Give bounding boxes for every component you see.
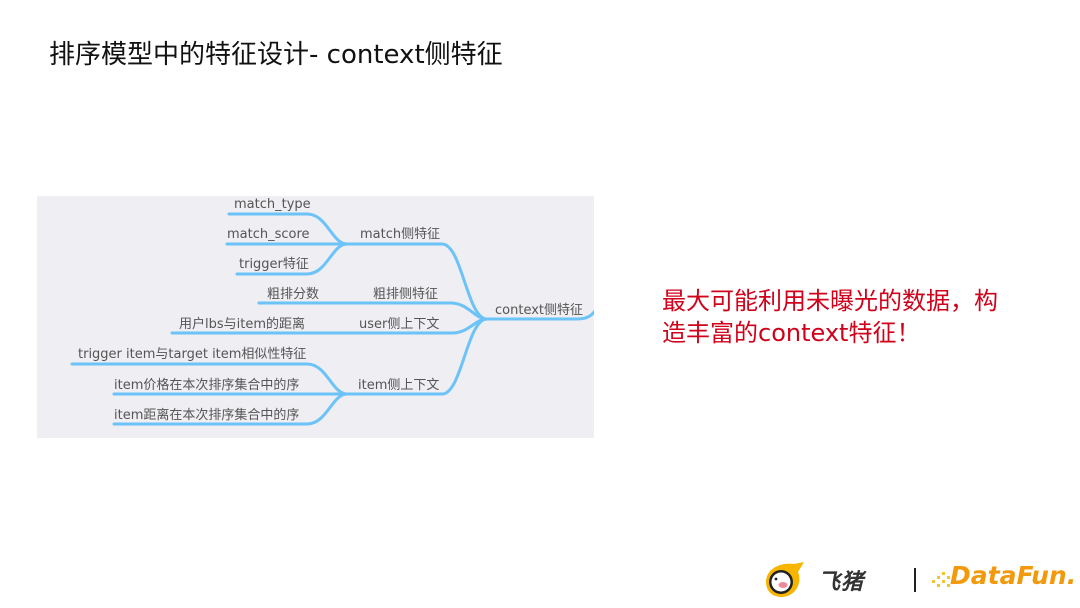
mind-map-connectors <box>70 212 594 426</box>
mind-map-branch-coarse-rank: 粗排侧特征 <box>373 287 439 302</box>
mind-map-branch-item-context: item侧上下文 <box>358 378 440 393</box>
datafun-dots-icon <box>932 572 950 587</box>
fliggy-pig-logo-icon <box>766 562 804 597</box>
slide-title: 排序模型中的特征设计- context侧特征 <box>49 40 503 70</box>
mind-map-branch-match: match侧特征 <box>360 227 441 242</box>
callout-line-2: 造丰富的context特征！ <box>662 319 921 347</box>
mind-map-leaf: item价格在本次排序集合中的序 <box>114 378 300 393</box>
mind-map-leaf: trigger item与target item相似性特征 <box>78 347 307 362</box>
datafun-logo-text: DataFun. <box>950 561 1077 590</box>
mind-map-diagram: context侧特征 match侧特征 粗排侧特征 user侧上下文 item侧… <box>37 196 594 438</box>
logo-divider <box>914 568 916 592</box>
mind-map-leaf: trigger特征 <box>239 257 309 272</box>
mind-map-leaf: 用户lbs与item的距离 <box>179 317 306 332</box>
mind-map-leaf: match_type <box>234 197 311 212</box>
mind-map-root-node: context侧特征 <box>495 303 583 318</box>
mind-map-branch-user-context: user侧上下文 <box>359 317 440 332</box>
footer-logos: 飞猪 DataFun. <box>762 558 1076 602</box>
fliggy-logo-text: 飞猪 <box>818 570 865 595</box>
callout-text: 最大可能利用未曝光的数据，构 造丰富的context特征！ <box>662 285 1062 349</box>
mind-map-leaf: item距离在本次排序集合中的序 <box>114 408 300 423</box>
mind-map-leaf: match_score <box>227 227 310 242</box>
callout-line-1: 最大可能利用未曝光的数据，构 <box>662 287 998 315</box>
mind-map-leaf: 粗排分数 <box>267 287 320 302</box>
